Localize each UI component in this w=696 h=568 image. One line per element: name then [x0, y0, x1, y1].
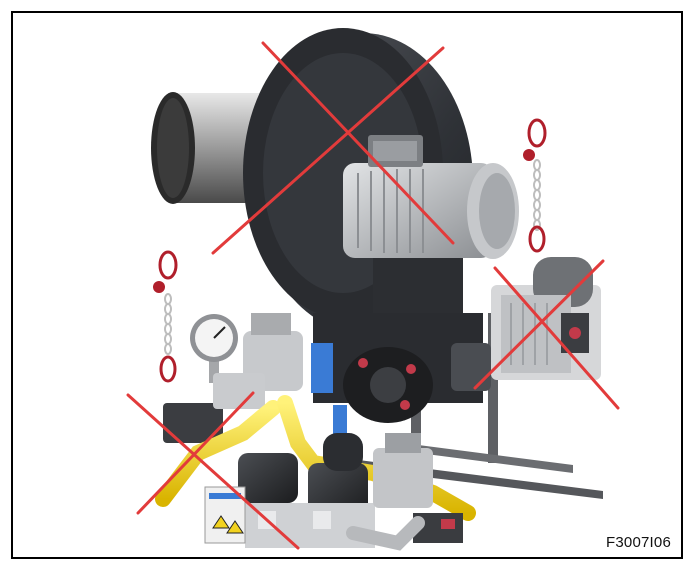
figure-code: F3007I06 [606, 534, 671, 551]
pipe-elbow [346, 516, 425, 551]
figure-frame: F3007I06 [11, 11, 683, 559]
cross-out-mark [473, 259, 620, 410]
gas-filter [163, 313, 303, 443]
fan-motor [343, 135, 519, 259]
lifting-chain-icon [153, 250, 178, 383]
lifting-chain-icon [523, 118, 547, 253]
cross-out-mark [211, 41, 455, 255]
air-damper-assembly [311, 313, 491, 455]
cross-out-mark [126, 391, 300, 550]
data-plate [204, 486, 246, 544]
solenoid-valves [238, 433, 375, 548]
burner-illustration [126, 28, 620, 551]
pressure-gauge [190, 314, 238, 383]
